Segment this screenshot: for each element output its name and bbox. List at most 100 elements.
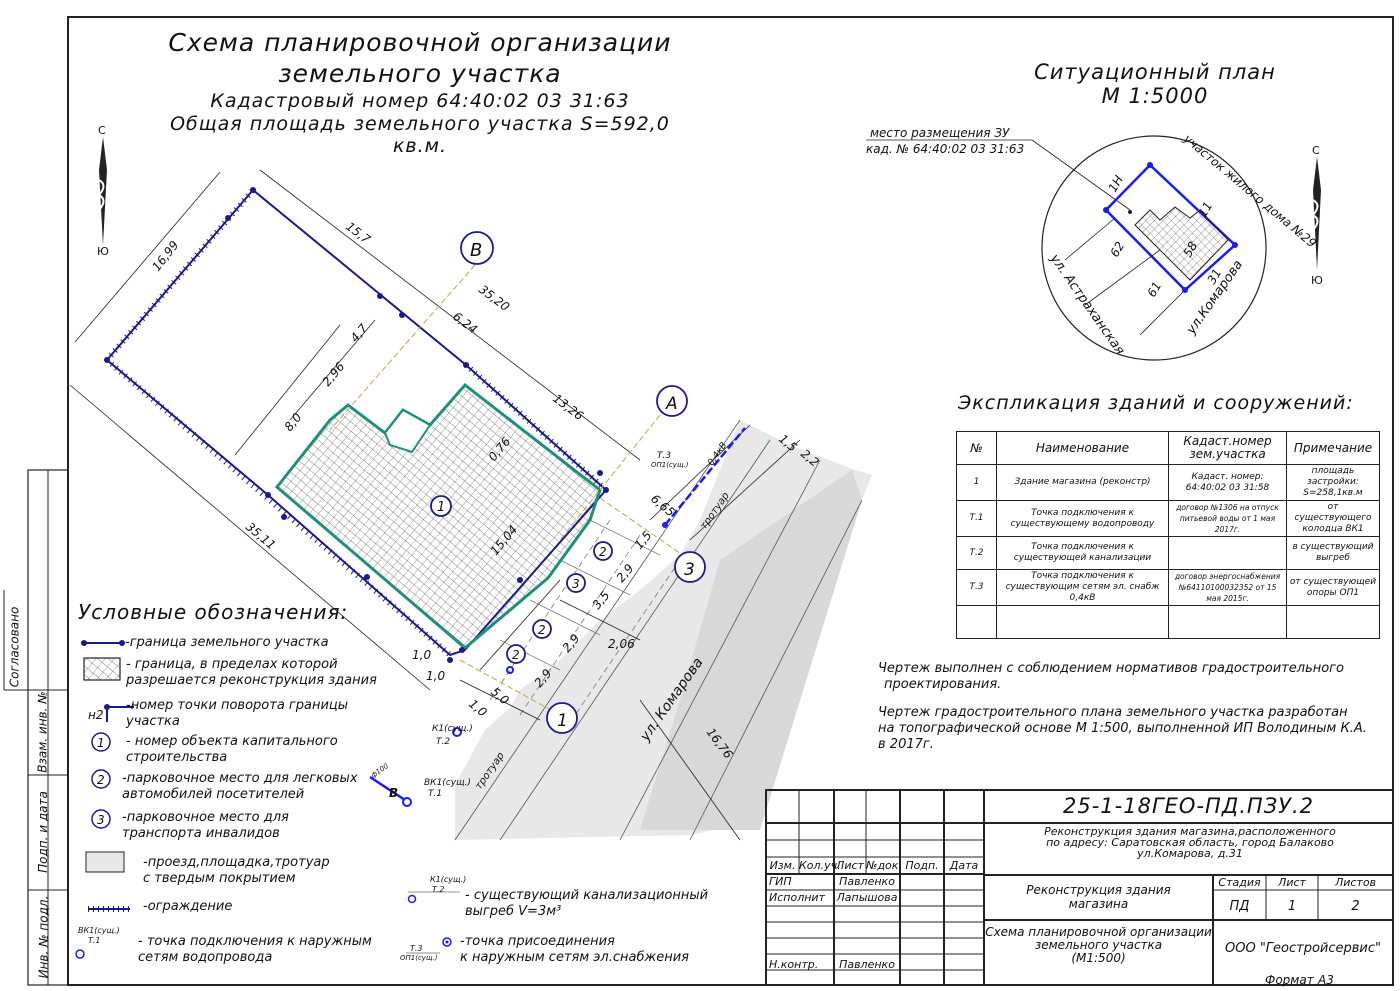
stage-header: Стадия: [1218, 876, 1261, 889]
legend-extra-label2-1: ОП1(сущ.): [400, 954, 438, 962]
explication-title: Экспликация зданий и сооружений:: [958, 392, 1354, 414]
legend-item-3: - номер объекта капитального строительст…: [126, 734, 338, 765]
legend-item-4: -парковочное место для легковых автомоби…: [122, 771, 358, 802]
compass-right: С Ю: [1311, 145, 1323, 285]
sit-title: Ситуационный план: [1034, 60, 1276, 84]
axis-b-label: В: [470, 240, 482, 261]
format-label: Формат: [1265, 973, 1314, 987]
dim-19: 1,0: [412, 648, 431, 662]
col-h-koluch: Кол.уч.: [799, 859, 841, 872]
expl-cell: Точка подключения к существующей канализ…: [996, 536, 1169, 570]
expl-h-cad: Кадаст.номер зем.участка: [1168, 431, 1287, 465]
legend-extra-icons: [406, 891, 460, 954]
sit-label-3: 58: [1180, 239, 1200, 260]
parking-label-0: 2: [599, 545, 607, 559]
legend-item-6: -проезд,площадка,тротуар с твердым покры…: [143, 855, 330, 886]
compass-left: С Ю: [97, 125, 109, 255]
axis-a-circle: [656, 385, 688, 417]
sheet-value: 1: [1287, 899, 1297, 914]
legend-item-2: -номер точки поворота границы участка: [126, 698, 349, 729]
legend-extra-label2-0: Т.2: [432, 885, 445, 894]
legend-item-0: -граница земельного участка: [125, 635, 329, 650]
axis-a-label: А: [665, 394, 678, 414]
note-line: в 2017г.: [878, 737, 934, 752]
building-number-circle: [430, 495, 452, 517]
legend-point-label: н2: [88, 708, 103, 722]
sheet-header: Лист: [1278, 876, 1306, 889]
sheets-header: Листов: [1334, 876, 1377, 889]
legend-item-7: -ограждение: [143, 899, 233, 914]
note-line: Чертеж градостроительного плана земельно…: [878, 705, 1348, 720]
col-h-podp: Подп.: [905, 859, 939, 872]
conn-t3: Т.3: [657, 451, 671, 461]
col-h-ndok: №док.: [866, 859, 902, 872]
expl-cell: Точка подключения к существующим сетям э…: [996, 569, 1169, 606]
expl-cell: в существующий выгреб: [1286, 536, 1380, 570]
conn-t1: Т.1: [428, 789, 442, 799]
format-value: А3: [1318, 973, 1334, 987]
dim-20: 1,0: [426, 669, 445, 683]
expl-cell: договор №1306 на отпуск питьевой воды от…: [1168, 500, 1287, 537]
expl-cell: 1: [956, 464, 997, 501]
legend-extra-label-1: Т.3: [410, 944, 423, 953]
title-line-1: Схема планировочной организации: [168, 28, 672, 57]
table-row: [956, 605, 1380, 639]
compass-north-left: С: [98, 125, 106, 137]
exec-role: Исполнит: [769, 891, 825, 904]
compass-south-left: Ю: [97, 245, 109, 255]
expl-cell: от существующей опоры ОП1: [1286, 569, 1380, 606]
axis-3-label: 3: [684, 560, 695, 580]
col-h-izm: Изм.: [769, 859, 796, 872]
stage-value: ПД: [1229, 899, 1250, 914]
expl-cell: Т.1: [956, 500, 997, 537]
expl-cell: [1286, 605, 1380, 639]
gip-name: Павленко: [839, 875, 895, 888]
building-num-label: 1: [437, 500, 445, 515]
expl-cell: Т.2: [956, 536, 997, 570]
sit-note-2: кад. № 64:40:02 03 31:63: [866, 142, 1025, 156]
explication-table: № Наименование Кадаст.номер зем.участка …: [956, 431, 1380, 639]
table-row: Т.1 Точка подключения к существующему во…: [956, 500, 1380, 537]
conn-t2: Т.2: [436, 737, 450, 747]
nkontr-name: Павленко: [839, 958, 895, 971]
legend-extra-0: - существующий канализационный выгреб V=…: [465, 888, 709, 919]
sit-note-1: место размещения ЗУ: [870, 126, 1010, 140]
axis-3-circle: [674, 551, 706, 583]
expl-cell: Здание магазина (реконстр): [996, 464, 1169, 501]
expl-cell: [956, 605, 997, 639]
sit-scale: М 1:5000: [1101, 84, 1209, 108]
expl-cell: от существующего колодца ВК1: [1286, 500, 1380, 537]
nkontr-role: Н.контр.: [769, 958, 819, 971]
gip-role: ГИП: [769, 875, 792, 888]
legend-item-5: -парковочное место для транспорта инвали…: [122, 810, 289, 841]
legend-circle-1: 1: [97, 736, 105, 750]
note-line: проектирования.: [884, 677, 1002, 692]
exec-name: Лапышова: [836, 891, 898, 904]
parking-label-3: 2: [512, 648, 520, 662]
legend-vk-label: ВК1(сущ.): [78, 926, 120, 935]
legend-title: Условные обозначения:: [78, 600, 349, 624]
sit-label-4: 61: [1144, 279, 1164, 299]
axis-1-circle: [546, 702, 578, 734]
expl-cell: Кадаст. номер: 64:40:02 03 31:58: [1168, 464, 1287, 501]
cadastral-number: Кадастровый номер 64:40:02 03 31:63: [210, 90, 630, 112]
title-line-2: земельного участка: [278, 59, 562, 88]
conn-vk1: ВК1(сущ.): [424, 778, 471, 788]
sheets-value: 2: [1351, 899, 1360, 914]
expl-cell: [1168, 536, 1287, 570]
legend-vk-label2: Т.1: [88, 936, 101, 945]
main-title: Схема планировочной организации земельно…: [150, 28, 690, 157]
table-row: Т.2 Точка подключения к существующей кан…: [956, 536, 1380, 570]
object-name: Реконструкция здания магазина: [1026, 883, 1171, 911]
parking-label-1: 3: [572, 577, 580, 591]
conn-k1: К1(сущ.): [432, 724, 473, 734]
expl-cell: Точка подключения к существующему водопр…: [996, 500, 1169, 537]
conn-t3-sub: ОП1(сущ.): [651, 461, 689, 469]
notes: Чертеж выполнен с соблюдением нормативов…: [878, 661, 1367, 753]
note-line: Чертеж выполнен с соблюдением нормативов…: [878, 661, 1344, 676]
note-line: на топографической основе М 1:500, выпол…: [878, 721, 1367, 736]
sit-label-2: 62: [1107, 239, 1127, 259]
sit-label-1: 11: [1195, 199, 1215, 219]
